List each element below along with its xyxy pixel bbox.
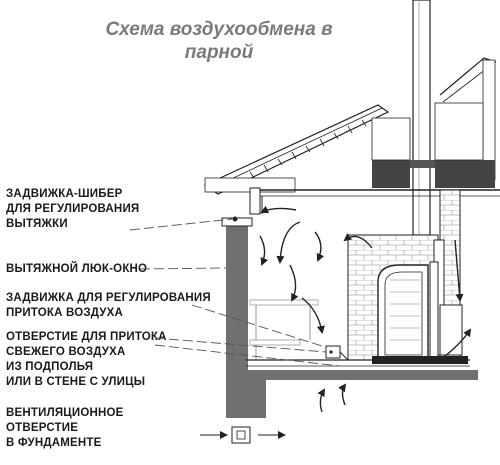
label-lyuk-line-1: ВЫТЯЖНОЙ ЛЮК-ОКНО	[6, 263, 148, 275]
intake-damper	[325, 345, 349, 361]
label-zadvizhka-line-1: ЗАДВИЖКА ДЛЯ РЕГУЛИРОВАНИЯ	[6, 292, 211, 304]
label-shiber-line-2: ДЛЯ РЕГУЛИРОВАНИЯ	[6, 203, 140, 215]
airflow-arrows	[259, 205, 472, 413]
label-zadvizhka-line-2: ПРИТОКА ВОЗДУХА	[6, 307, 124, 319]
label-otverstie: ОТВЕРСТИЕ ДЛЯ ПРИТОКА СВЕЖЕГО ВОЗДУХА ИЗ…	[6, 330, 167, 390]
label-zadvizhka: ЗАДВИЖКА ДЛЯ РЕГУЛИРОВАНИЯ ПРИТОКА ВОЗДУ…	[6, 291, 211, 321]
leader-lines	[129, 218, 341, 367]
label-vent: ВЕНТИЛЯЦИОННОЕ ОТВЕРСТИЕ В ФУНДАМЕНТЕ	[6, 406, 124, 451]
label-shiber-line-3: ВЫТЯЖКИ	[6, 218, 68, 230]
exhaust-damper	[249, 187, 263, 215]
label-otverstie-line-3: ИЗ ПОДПОЛЬЯ	[6, 361, 94, 373]
title-line-1: Схема воздухообмена в	[105, 19, 333, 40]
exhaust-window	[232, 216, 238, 222]
title-line-2: парной	[184, 42, 254, 63]
diagram-title: Схема воздухообмена в парной	[84, 18, 354, 64]
foundation-vent	[200, 426, 286, 444]
label-vent-line-1: ВЕНТИЛЯЦИОННОЕ	[6, 407, 124, 419]
label-vent-line-3: В ФУНДАМЕНТЕ	[6, 437, 102, 449]
label-vent-line-2: ОТВЕРСТИЕ	[6, 422, 79, 434]
chimney	[408, 0, 435, 236]
outer-wall	[221, 217, 478, 418]
label-otverstie-line-2: СВЕЖЕГО ВОЗДУХА	[6, 346, 126, 358]
label-otverstie-line-4: ИЛИ В СТЕНЕ С УЛИЦЫ	[6, 376, 146, 388]
bench	[249, 299, 319, 360]
label-shiber: ЗАДВИЖКА-ШИБЕР ДЛЯ РЕГУЛИРОВАНИЯ ВЫТЯЖКИ	[6, 187, 139, 232]
brick-stove	[347, 189, 468, 364]
label-otverstie-line-1: ОТВЕРСТИЕ ДЛЯ ПРИТОКА	[6, 331, 167, 343]
label-shiber-line-1: ЗАДВИЖКА-ШИБЕР	[6, 188, 123, 200]
label-lyuk: ВЫТЯЖНОЙ ЛЮК-ОКНО	[6, 262, 147, 277]
ceiling-insulation	[255, 102, 500, 197]
